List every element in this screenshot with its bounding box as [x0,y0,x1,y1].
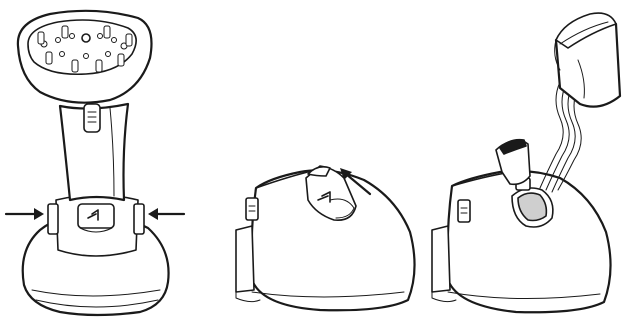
cap-top [308,167,330,176]
steam-hole [84,54,89,59]
panel-3-steamer-filling [432,13,620,312]
bristle [104,26,110,38]
arrow-head [34,208,44,220]
panel-2-steamer-side [236,166,415,310]
bristle [38,32,44,44]
measuring-cup [555,13,620,107]
bristle [126,34,132,46]
rear-bracket [236,226,254,292]
release-button-side [458,200,470,222]
bristle [46,52,52,64]
panel-1-steamer-front [6,11,184,315]
release-button-left [48,204,58,234]
bristle [118,54,124,66]
steam-hole [106,52,111,57]
steam-hole [112,38,117,43]
steam-hole [56,38,61,43]
arrow-press-left [6,208,44,220]
release-button-side [246,198,258,220]
power-switch [84,104,100,132]
arrow-press-right [148,208,184,220]
bristle [72,60,78,72]
bristle [96,60,102,72]
rear-bracket [432,226,450,292]
steam-hole [98,34,103,39]
tank-cap [78,204,114,228]
arrow-head [148,208,158,220]
release-button-right [134,204,144,234]
bristle [62,26,68,38]
stream-line [540,82,563,188]
steam-hole-center [82,34,90,42]
steam-hole [60,52,65,57]
steam-hole [70,34,75,39]
